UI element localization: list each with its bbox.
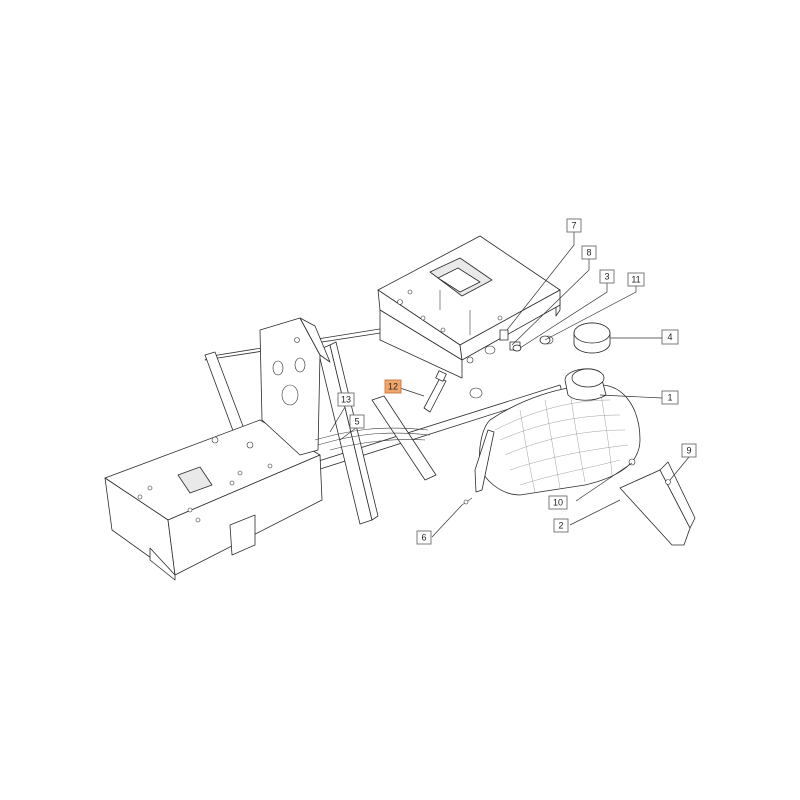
callout-5: 5	[349, 414, 365, 429]
callout-10: 10	[548, 495, 568, 510]
callout-label: 7	[571, 221, 576, 231]
callout-8: 8	[581, 245, 597, 260]
callout-label: 3	[604, 272, 609, 282]
callout-4: 4	[661, 329, 679, 345]
callout-label: 1	[667, 393, 672, 403]
hose-connector-part-12	[423, 370, 447, 413]
callout-label: 2	[558, 521, 563, 531]
leader-lines	[329, 232, 690, 538]
rear-frame-section	[377, 235, 561, 399]
callout-label: 12	[388, 382, 398, 392]
callout-11: 11	[627, 272, 645, 287]
callout-9: 9	[681, 443, 697, 458]
fuel-hose	[314, 427, 431, 451]
pin-part-6	[461, 497, 473, 506]
callout-label: 5	[354, 417, 359, 427]
callout-13: 13	[337, 392, 355, 407]
callout-6: 6	[416, 530, 432, 545]
callout-label: 4	[667, 332, 672, 342]
callout-label: 13	[341, 395, 351, 405]
callout-label: 11	[631, 275, 640, 285]
fuel-cap-part-4	[573, 322, 611, 354]
callout-12: 12	[384, 379, 402, 394]
callout-label: 8	[586, 248, 591, 258]
callout-label: 10	[553, 498, 563, 508]
mid-upright-plate	[259, 317, 331, 456]
tank-bracket-part-2	[619, 461, 696, 546]
callout-7: 7	[566, 218, 582, 233]
callout-label: 6	[421, 533, 426, 543]
callout-1: 1	[661, 390, 679, 405]
callout-3: 3	[599, 269, 615, 284]
front-frame-section	[104, 419, 323, 581]
callout-2: 2	[553, 518, 569, 533]
callout-label: 9	[686, 446, 691, 456]
fuel-tank-part-1	[474, 368, 641, 496]
